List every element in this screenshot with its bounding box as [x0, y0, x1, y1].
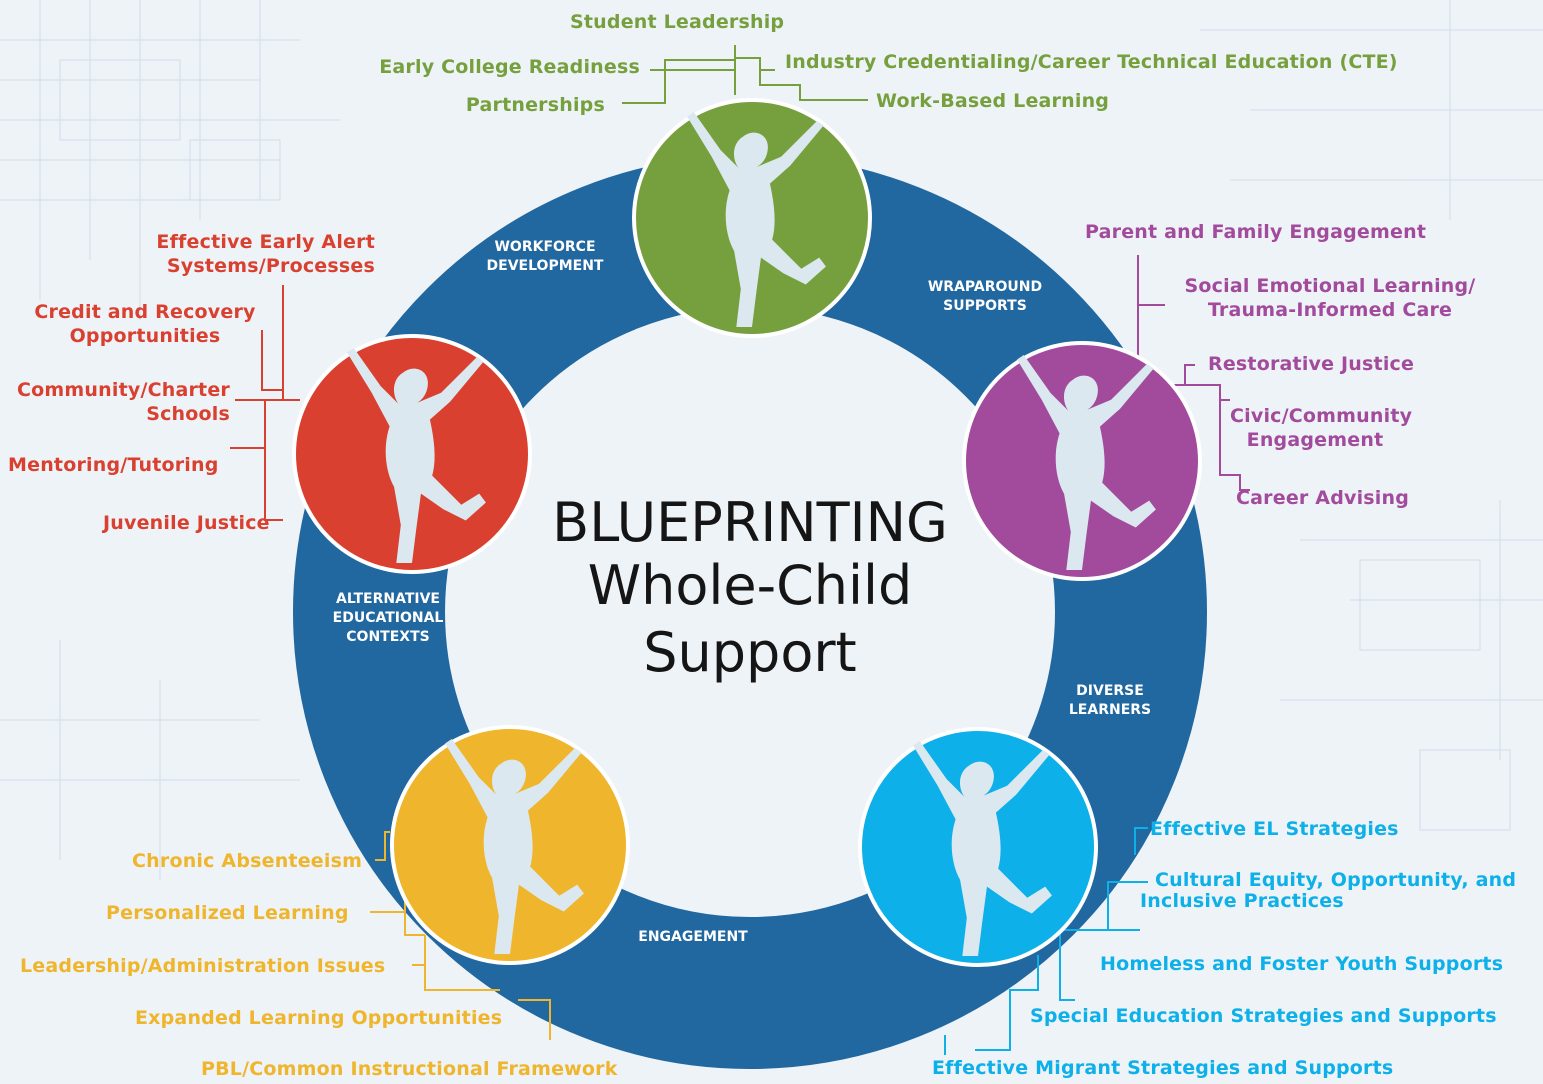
workforce-connectors	[622, 45, 868, 104]
wraparound-item-parent-family-engagement: Parent and Family Engagement	[1085, 221, 1427, 243]
diverse-connectors	[944, 827, 1148, 1055]
wraparound-child-silhouette	[1017, 355, 1156, 571]
workforce-item-early-college-readiness: Early College Readiness	[379, 56, 640, 78]
engagement-circle	[390, 725, 630, 965]
engagement-item-personalized-learning: Personalized Learning	[106, 902, 349, 924]
alternative-item-juvenile-justice: Juvenile Justice	[103, 512, 270, 534]
workforce-item-industry-credentialing: Industry Credentialing/Career Technical …	[785, 51, 1398, 73]
title-line2: Whole-Child	[587, 554, 913, 617]
diverse-item-homeless-foster: Homeless and Foster Youth Supports	[1100, 953, 1504, 975]
alternative-circle	[292, 334, 532, 574]
workforce-circle	[632, 98, 872, 338]
diverse-child-silhouette	[913, 741, 1052, 957]
engagement-item-expanded-learning: Expanded Learning Opportunities	[135, 1007, 503, 1029]
workforce-item-student-leadership: Student Leadership	[570, 11, 785, 33]
workforce-item-partnerships: Partnerships	[465, 94, 605, 116]
workforce-item-work-based-learning: Work-Based Learning	[876, 90, 1110, 112]
engagement-item-chronic-absenteeism: Chronic Absenteeism	[132, 850, 363, 872]
engagement-item-leadership-administration: Leadership/Administration Issues	[20, 955, 386, 977]
diverse-item-special-education: Special Education Strategies and Support…	[1030, 1005, 1497, 1027]
segment-engagement: ENGAGEMENT	[638, 929, 748, 945]
alternative-connectors	[230, 285, 300, 521]
title-line1: BLUEPRINTING	[552, 491, 948, 554]
diverse-item-effective-migrant: Effective Migrant Strategies and Support…	[932, 1057, 1394, 1079]
wraparound-circle	[962, 341, 1202, 581]
wraparound-item-career-advising: Career Advising	[1236, 487, 1410, 509]
diverse-item-effective-el: Effective EL Strategies	[1150, 818, 1399, 840]
workforce-child-silhouette	[687, 112, 826, 328]
wraparound-item-sel-trauma: Social Emotional Learning/Trauma-Informe…	[1184, 275, 1476, 321]
wraparound-item-restorative-justice: Restorative Justice	[1208, 353, 1415, 375]
alternative-child-silhouette	[347, 348, 486, 564]
title-line3: Support	[643, 621, 857, 684]
diverse-circle	[858, 727, 1098, 967]
engagement-item-pbl-framework: PBL/Common Instructional Framework	[201, 1058, 618, 1080]
engagement-child-silhouette	[445, 739, 584, 955]
alternative-item-mentoring-tutoring: Mentoring/Tutoring	[8, 454, 219, 476]
